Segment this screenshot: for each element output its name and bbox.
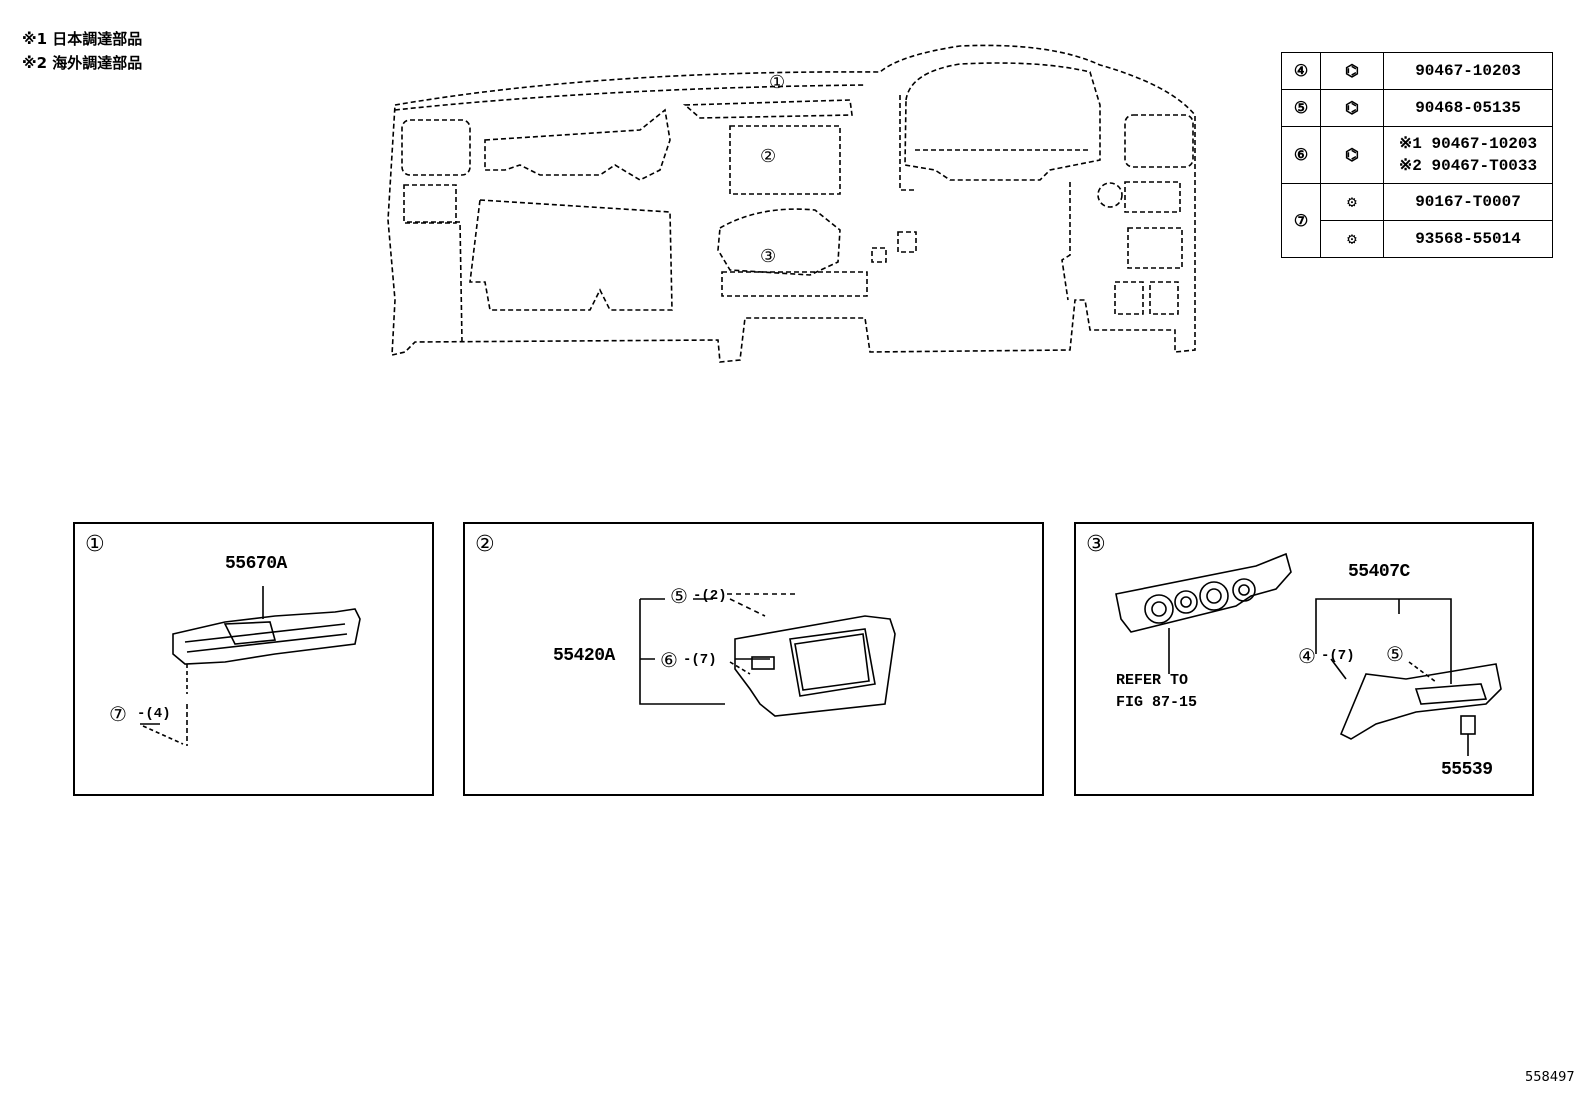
clip-icon: ⌬ bbox=[1320, 89, 1384, 127]
screw-icon: ⚙ bbox=[1320, 220, 1384, 258]
display-bezel-drawing bbox=[639, 593, 896, 717]
refer-line-1: REFER TO bbox=[1116, 672, 1189, 689]
hvac-panel-drawing bbox=[1115, 552, 1502, 756]
fastener-key: ⑤ bbox=[1281, 89, 1321, 127]
fastener-key: ⑦ bbox=[1281, 183, 1321, 258]
note-overseas: ※2 海外調達部品 bbox=[22, 54, 143, 72]
quantity: -(4) bbox=[137, 706, 171, 722]
panel-label: ③ bbox=[1086, 532, 1106, 557]
clip-icon: ⌬ bbox=[1320, 126, 1384, 184]
quantity: -(7) bbox=[1321, 648, 1355, 664]
screw-icon: ⚙ bbox=[1320, 183, 1384, 221]
clip-icon: ⌬ bbox=[1320, 52, 1384, 90]
fastener-part: 90167-T0007 bbox=[1383, 183, 1553, 221]
fastener-part: ※1 90467-10203 bbox=[1398, 135, 1538, 153]
fastener-key: ⑥ bbox=[1281, 126, 1321, 184]
fastener-key: ④ bbox=[1281, 52, 1321, 90]
panel-3: ③ 55407C ④ -(7) ⑤ REFER TO FIG 87-15 555… bbox=[1074, 522, 1534, 796]
quantity: -(2) bbox=[693, 588, 727, 604]
callout-3: ③ bbox=[760, 246, 777, 267]
callout-1: ① bbox=[769, 72, 786, 93]
callout-5: ⑤ bbox=[670, 584, 688, 608]
panel-1: ① 55670A ⑦ -(4) bbox=[73, 522, 434, 796]
panel-label: ① bbox=[85, 532, 105, 557]
figure-id: 558497 bbox=[1525, 1070, 1575, 1085]
note-japan: ※1 日本調達部品 bbox=[22, 30, 143, 48]
fastener-part: ※2 90467-T0033 bbox=[1398, 157, 1538, 175]
panel-label: ② bbox=[475, 532, 495, 557]
callout-4: ④ bbox=[1298, 644, 1316, 668]
part-number: 55407C bbox=[1348, 562, 1410, 582]
center-vent-drawing bbox=[140, 586, 361, 746]
callout-2: ② bbox=[760, 146, 777, 167]
part-number: 55539 bbox=[1441, 760, 1493, 780]
callout-5: ⑤ bbox=[1386, 642, 1404, 666]
fastener-part-multi: ※1 90467-10203 ※2 90467-T0033 bbox=[1383, 126, 1553, 184]
fastener-part: 90468-05135 bbox=[1383, 89, 1553, 127]
quantity: -(7) bbox=[683, 652, 717, 668]
fastener-part: 93568-55014 bbox=[1383, 220, 1553, 258]
fastener-part: 90467-10203 bbox=[1383, 52, 1553, 90]
part-number: 55420A bbox=[553, 646, 615, 666]
callout-6: ⑥ bbox=[660, 648, 678, 672]
part-number: 55670A bbox=[225, 554, 287, 574]
refer-line-2: FIG 87-15 bbox=[1116, 694, 1198, 711]
panel-2: ② ⑤ -(2) ⑥ -(7) 55420A bbox=[463, 522, 1044, 796]
fastener-table: ④ ⌬ 90467-10203 ⑤ ⌬ 90468-05135 ⑥ ⌬ ※1 9… bbox=[1281, 52, 1553, 258]
callout-7: ⑦ bbox=[109, 702, 127, 726]
